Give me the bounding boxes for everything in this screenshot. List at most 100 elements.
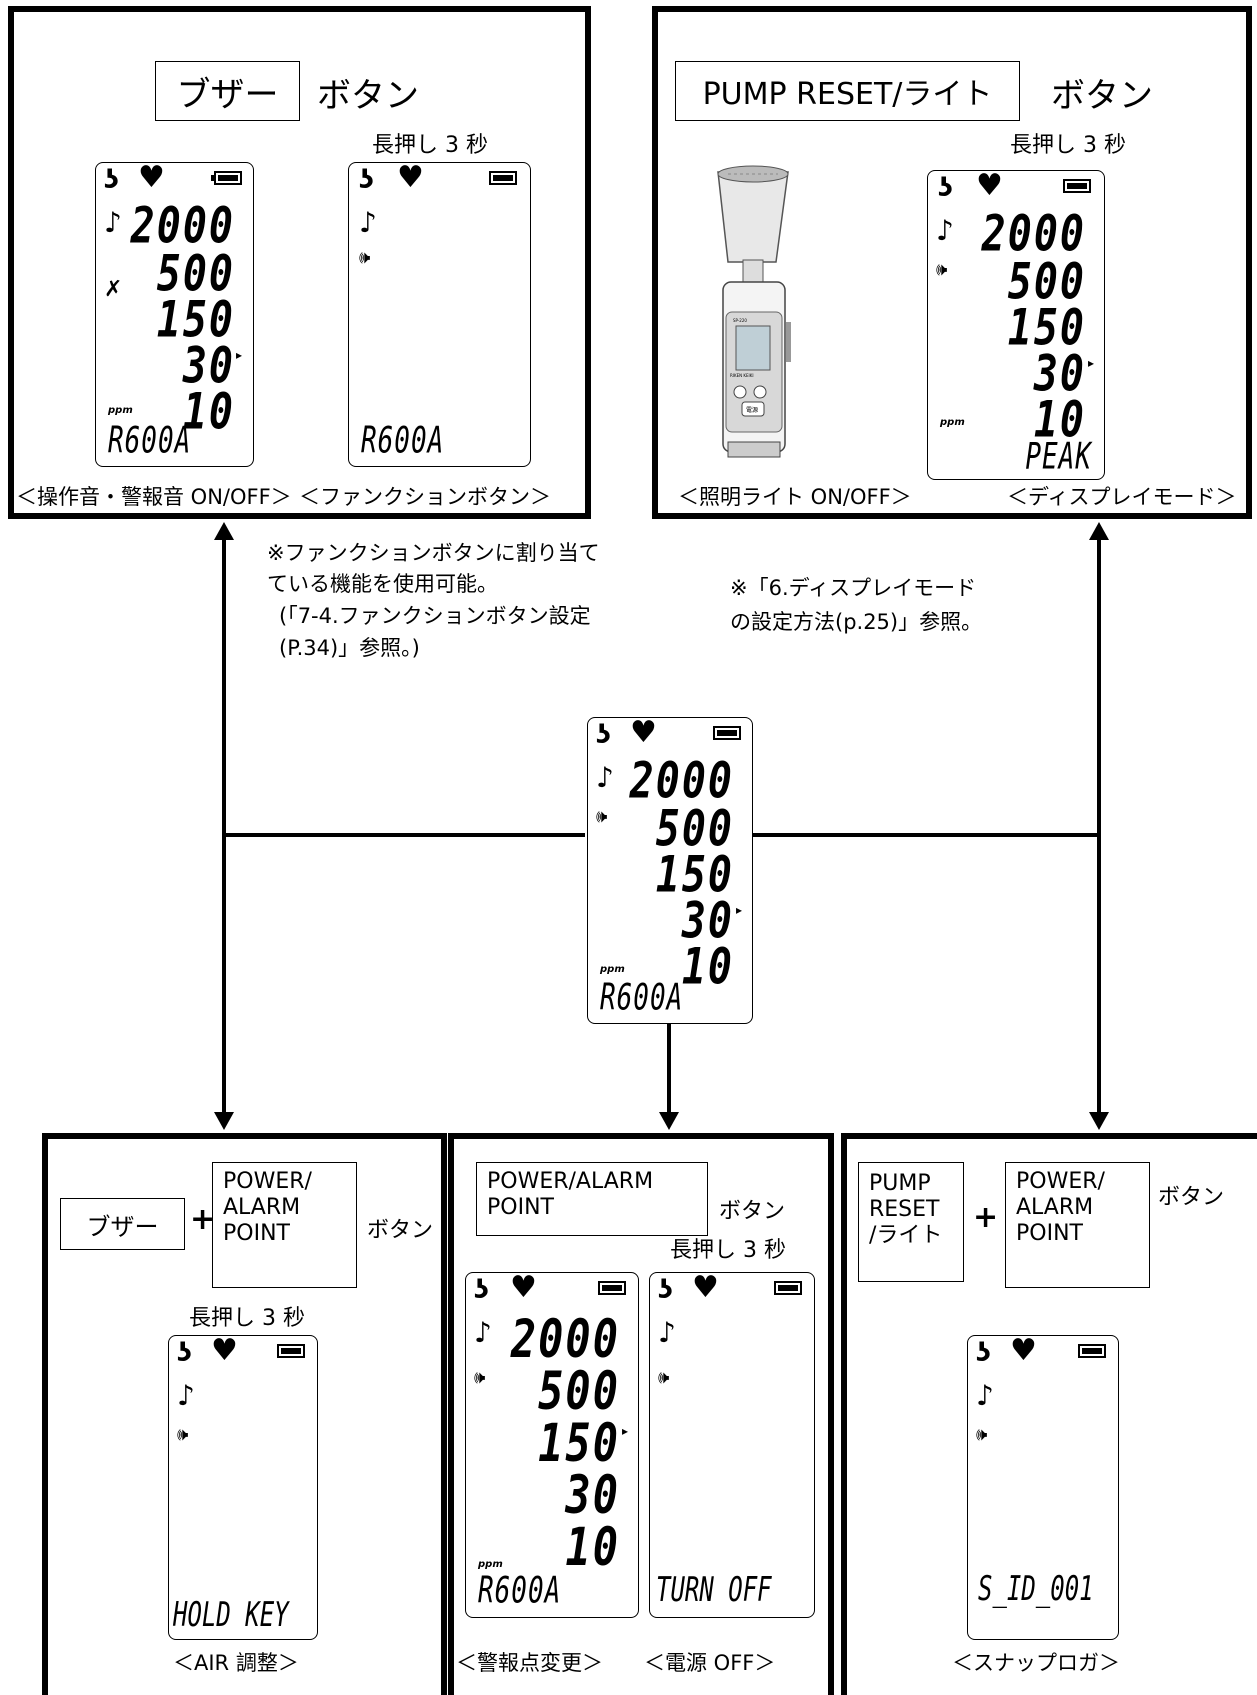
device-model: SP-220 (733, 318, 747, 323)
lcd-value-2: 500 (538, 1360, 620, 1422)
battery-icon (598, 1281, 626, 1295)
signal-icon: ʖ (938, 173, 953, 203)
gas-name: R600A (478, 1570, 562, 1613)
note-function-1: ※ファンクションボタンに割り当て (267, 541, 600, 565)
connector-right-horizontal (752, 833, 1101, 837)
long-press-label: 長押し 3 秒 (372, 133, 488, 158)
button-suffix: ボタン (317, 76, 419, 116)
connector-right-vertical (1097, 535, 1101, 1115)
note-icon: ♪ (359, 206, 377, 239)
connector-left-horizontal (222, 833, 585, 837)
battery-icon (277, 1344, 305, 1358)
button-suffix: ボタン (1158, 1185, 1225, 1210)
mute-icon: ✗ (104, 277, 123, 302)
ppm-unit: ppm (940, 417, 965, 428)
note-display-2: の設定方法(p.25)」参照。 (730, 610, 983, 634)
button-suffix: ボタン (1051, 76, 1153, 116)
caption-sound: ＜操作音・警報音 ON/OFF＞ (16, 485, 292, 509)
caption-alarm-point: ＜警報点変更＞ (456, 1651, 603, 1675)
power-alarm-point-button-label: POWER/ALARM POINT (476, 1162, 708, 1236)
gas-detector-device-illustration: SP-220 RIKEN KEIKI 電源 (717, 165, 791, 458)
lcd-hold-key: ʖ ♥ ♪ 🕪 HOLD KEY (168, 1335, 318, 1640)
heart-icon: ♥ (211, 1335, 238, 1368)
speaker-icon: 🕪 (596, 806, 608, 827)
note-function-4: (P.34)」参照。) (279, 636, 420, 660)
power-alarm-point-button-label: POWER/ ALARM POINT (212, 1162, 357, 1288)
gas-name: R600A (600, 977, 684, 1020)
note-icon: ♪ (474, 1316, 492, 1349)
lcd-value-4: 30 (681, 892, 734, 950)
lcd-alarm-point: ʖ ♥ ♪ 🕪 2000 500 150 ▸ 30 10 ppm R600A (465, 1272, 639, 1618)
signal-icon: ʖ (474, 1275, 489, 1305)
arrow-up-left-icon (214, 522, 234, 540)
arrow-down-right-icon (1089, 1112, 1109, 1130)
note-icon: ♪ (658, 1316, 676, 1349)
speaker-icon: 🕪 (936, 259, 948, 280)
alarm-marker: ▸ (622, 1424, 629, 1438)
lcd-value-2: 500 (655, 800, 734, 858)
battery-icon (211, 171, 242, 185)
heart-icon: ♥ (692, 1272, 719, 1305)
speaker-icon: 🕪 (177, 1424, 189, 1445)
signal-icon: ʖ (177, 1338, 192, 1368)
signal-icon: ʖ (658, 1275, 673, 1305)
device-brand: RIKEN KEIKI (730, 373, 754, 378)
note-icon: ♪ (936, 214, 954, 247)
speaker-icon: 🕪 (658, 1367, 670, 1388)
connector-center-vertical (667, 1024, 671, 1114)
button-suffix: ボタン (367, 1218, 434, 1243)
lcd-function: ʖ ♥ ♪ 🕪 R600A (348, 162, 531, 467)
panel-snap-logger: PUMP RESET /ライト + POWER/ ALARM POINT ボタン… (841, 1133, 1257, 1695)
heart-icon: ♥ (976, 170, 1003, 203)
plus-sign: + (190, 1202, 216, 1237)
button-suffix: ボタン (719, 1199, 786, 1224)
heart-icon: ♥ (138, 162, 165, 195)
lcd-value-1: 2000 (510, 1308, 620, 1370)
ppm-unit: ppm (108, 405, 133, 416)
caption-power-off: ＜電源 OFF＞ (644, 1651, 776, 1675)
lcd-snap-logger: ʖ ♥ ♪ 🕪 S_ID_001 (967, 1335, 1119, 1640)
hold-key-label: HOLD KEY (173, 1595, 289, 1635)
alarm-marker: ▸ (236, 348, 243, 362)
ppm-unit: ppm (478, 1559, 503, 1570)
connector-left-vertical (222, 535, 226, 1115)
long-press-label: 長押し 3 秒 (670, 1238, 786, 1263)
lcd-value-5: 10 (565, 1516, 620, 1578)
buzzer-button-label: ブザー (60, 1198, 185, 1250)
arrow-down-center-icon (659, 1112, 679, 1130)
lcd-value-3: 150 (1007, 299, 1086, 357)
arrow-down-left-icon (214, 1112, 234, 1130)
lcd-peak: ʖ ♥ ♪ 🕪 2000 500 150 30 ▸ 10 ppm PEAK (927, 170, 1105, 480)
lcd-value-3: 150 (538, 1412, 620, 1474)
lcd-mute: ʖ ♥ ♪ ✗ 2000 500 150 30 ▸ 10 ppm R600A (95, 162, 254, 467)
lcd-value-3: 150 (655, 846, 734, 904)
note-function-3: (「7-4.ファンクションボタン設定 (279, 604, 591, 628)
note-display-1: ※「6.ディスプレイモード (730, 576, 977, 600)
heart-icon: ♥ (397, 162, 424, 195)
gas-name: R600A (108, 420, 192, 463)
lcd-value-1: 2000 (629, 752, 734, 810)
lcd-value-1: 2000 (130, 197, 235, 255)
snap-id-label: S_ID_001 (978, 1569, 1094, 1609)
pump-reset-button-label: PUMP RESET /ライト (858, 1162, 964, 1282)
lcd-value-1: 2000 (981, 205, 1086, 263)
note-icon: ♪ (177, 1379, 195, 1412)
panel-air-adjust: ブザー + POWER/ ALARM POINT ボタン 長押し 3 秒 ʖ ♥… (42, 1133, 447, 1695)
pump-reset-button-label: PUMP RESET/ライト (675, 61, 1020, 121)
signal-icon: ʖ (596, 720, 611, 750)
speaker-icon: 🕪 (976, 1424, 988, 1445)
turn-off-label: TURN OFF (656, 1570, 772, 1610)
lcd-value-3: 150 (156, 291, 235, 349)
buzzer-button-label: ブザー (155, 61, 300, 121)
caption-light: ＜照明ライト ON/OFF＞ (678, 485, 912, 509)
panel-buzzer: ブザー ボタン 長押し 3 秒 ʖ ♥ ♪ ✗ 2000 500 150 30 … (8, 6, 591, 519)
battery-icon (1078, 1344, 1106, 1358)
speaker-icon: 🕪 (474, 1367, 486, 1388)
device-power-label: 電源 (746, 406, 758, 414)
heart-icon: ♥ (630, 717, 657, 750)
ppm-unit: ppm (600, 964, 625, 975)
lcd-value-5: 10 (681, 938, 734, 996)
note-icon: ♪ (596, 761, 614, 794)
battery-icon (713, 726, 741, 740)
